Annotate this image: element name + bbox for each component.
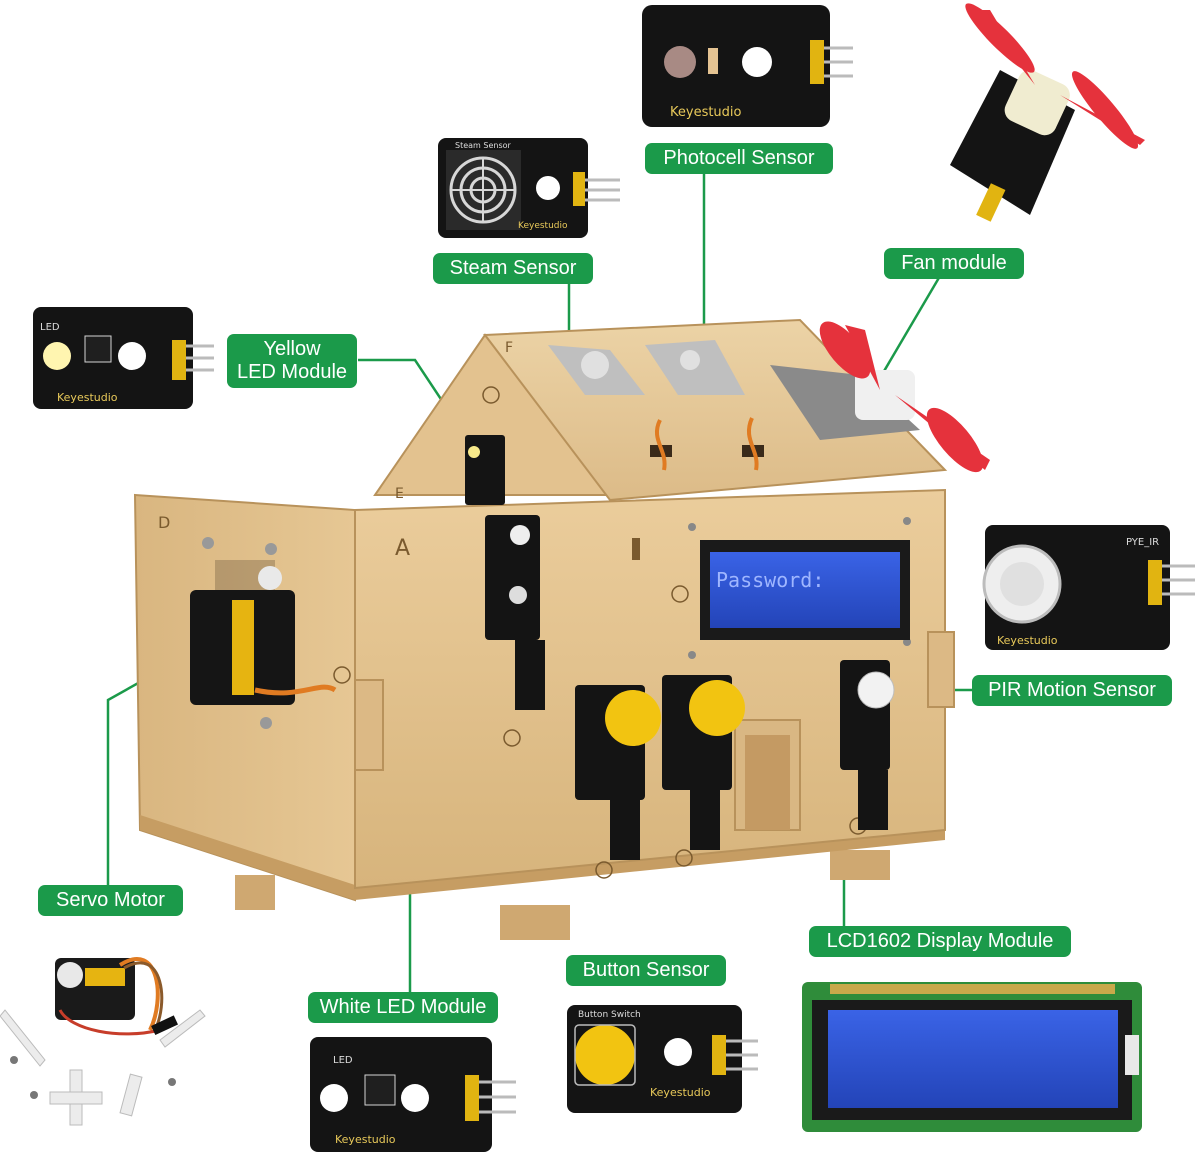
steam-brand-print: Keyestudio	[518, 221, 568, 231]
pir-motion-sensor-board: PYE_IR Keyestudio	[982, 525, 1195, 650]
button-board-title-print: Button Switch	[578, 1010, 641, 1020]
label-button-sensor: Button Sensor	[566, 955, 726, 986]
photocell-sensor-board: Keyestudio	[642, 5, 853, 127]
photocell-brand-print: Keyestudio	[670, 105, 742, 120]
lcd1602-module-board	[802, 982, 1142, 1132]
svg-text:E: E	[395, 486, 404, 502]
steam-sensor-board: Steam Sensor Keyestudio	[438, 138, 620, 238]
label-yellow-led-line2: LED Module	[236, 361, 348, 383]
white-led-module-board: LED Keyestudio	[310, 1037, 516, 1152]
white-led-print: LED	[333, 1055, 353, 1066]
roof-steam-sensor	[548, 345, 645, 395]
pir-board-title-print: PYE_IR	[1126, 537, 1159, 548]
white-led-brand-print: Keyestudio	[335, 1133, 396, 1146]
yellow-led-brand-print: Keyestudio	[57, 391, 118, 404]
label-yellow-led-line1: Yellow	[263, 338, 321, 360]
house-servo-motor	[190, 566, 337, 705]
house-yellow-led-module	[465, 435, 505, 505]
yellow-led-module-board: LED Keyestudio	[33, 307, 214, 409]
house-white-led-module	[485, 515, 545, 710]
house-button-modules	[575, 675, 745, 860]
pir-brand-print: Keyestudio	[997, 634, 1058, 647]
servo-motor-kit	[0, 957, 206, 1126]
house-lcd-display: Password:	[700, 540, 910, 640]
fan-module-board	[950, 3, 1145, 222]
label-fan-module: Fan module	[884, 248, 1024, 279]
label-white-led-module: White LED Module	[308, 992, 498, 1023]
steam-board-title-print: Steam Sensor	[455, 141, 512, 150]
roof-photocell-sensor	[645, 340, 745, 395]
label-servo-motor: Servo Motor	[38, 885, 183, 916]
svg-text:A: A	[395, 536, 410, 561]
label-lcd1602-display-module: LCD1602 Display Module	[809, 926, 1071, 957]
svg-text:D: D	[158, 513, 170, 532]
button-sensor-board: Button Switch Keyestudio	[567, 1005, 758, 1113]
label-pir-motion-sensor: PIR Motion Sensor	[972, 675, 1172, 706]
label-photocell-sensor: Photocell Sensor	[645, 143, 833, 174]
svg-text:F: F	[505, 340, 513, 356]
label-yellow-led-module: Yellow LED Module	[227, 334, 357, 388]
lcd-screen-text: Password:	[716, 568, 824, 592]
roof-fan-module	[770, 321, 990, 473]
label-steam-sensor: Steam Sensor	[433, 253, 593, 284]
button-brand-print: Keyestudio	[650, 1086, 711, 1099]
house-pir-module	[840, 660, 895, 830]
yellow-led-print: LED	[40, 322, 60, 333]
